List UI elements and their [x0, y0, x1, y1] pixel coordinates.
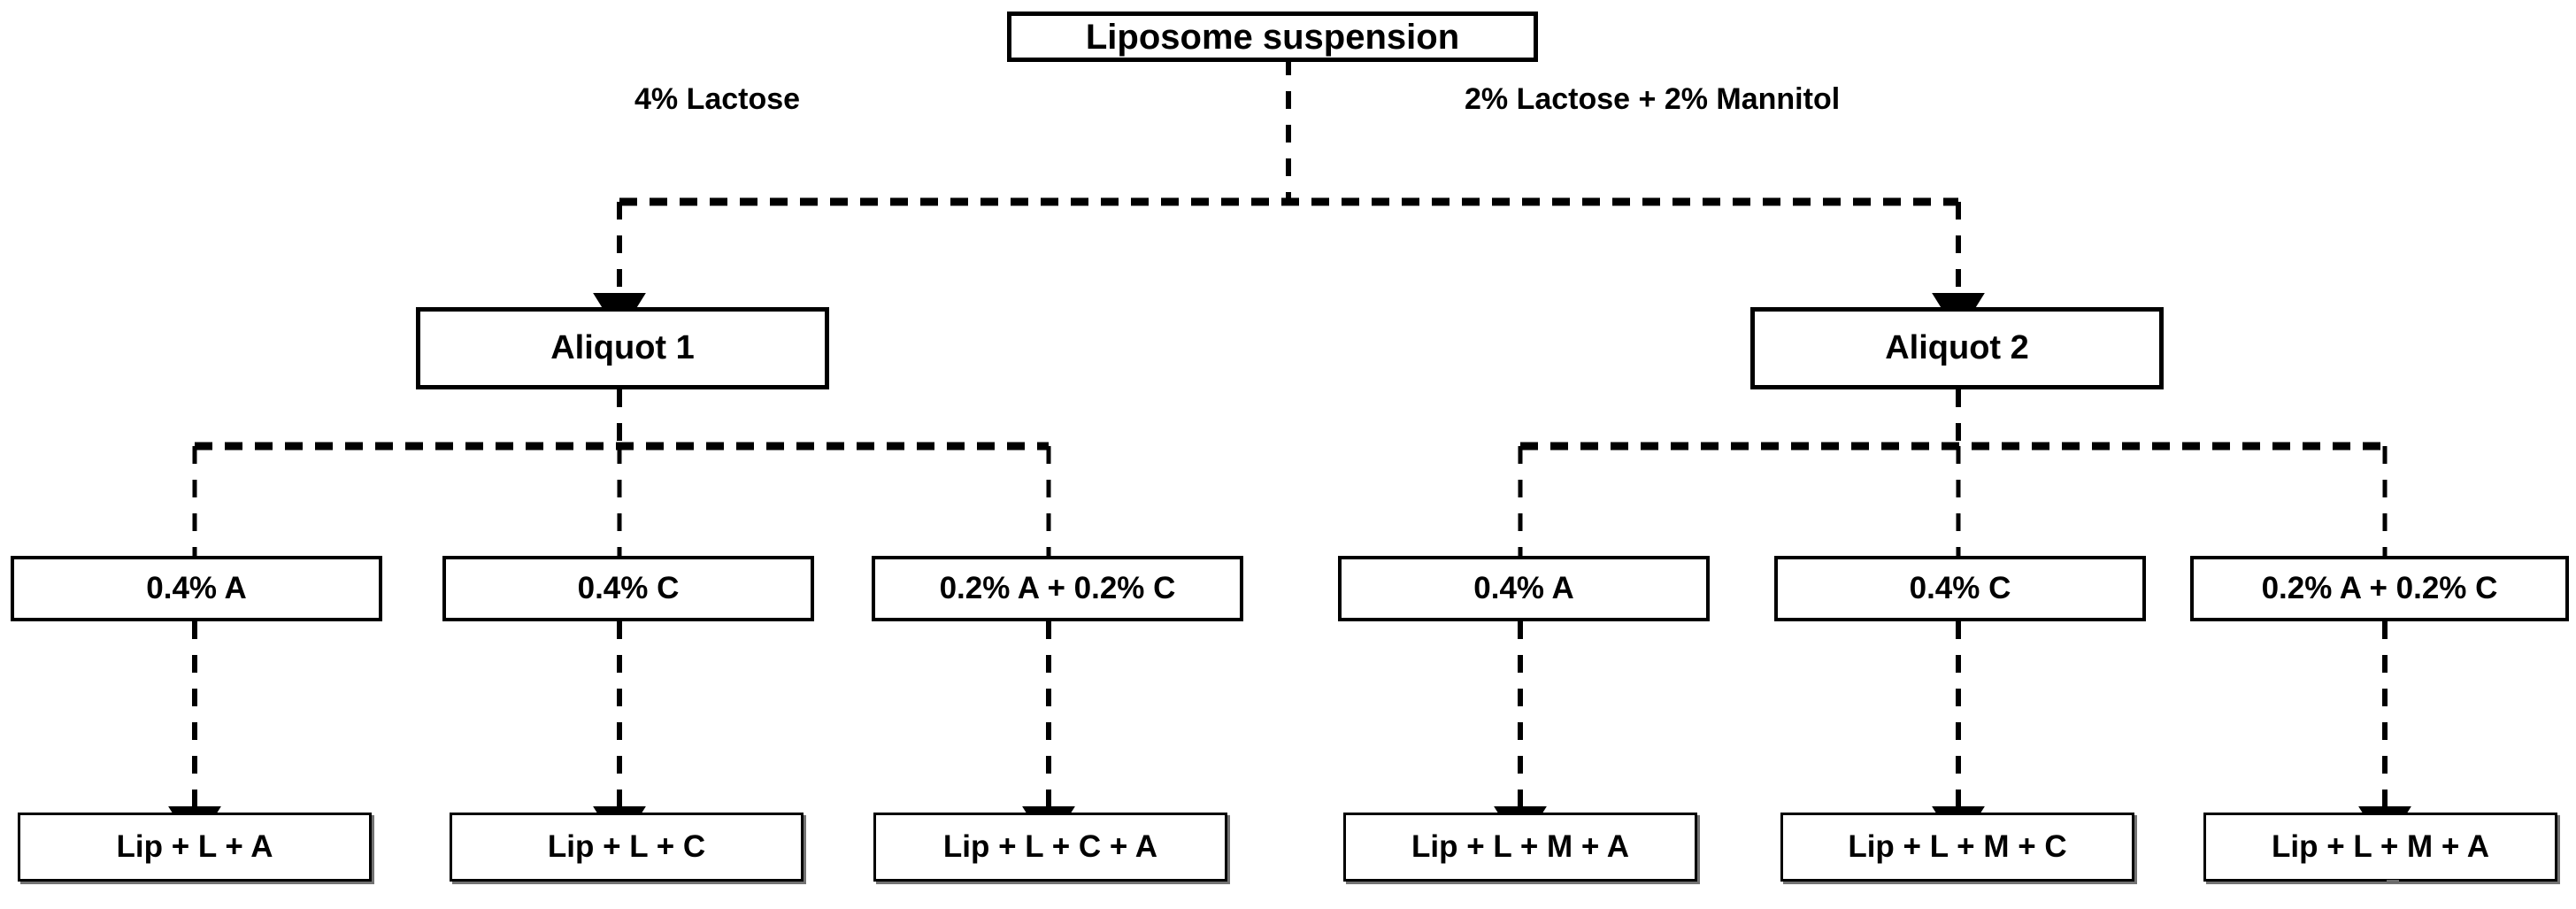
node-aliquot-2-label: Aliquot 2 — [1885, 328, 2029, 366]
node-liposome-suspension[interactable]: Liposome suspension — [1007, 12, 1538, 62]
node-outcome-2[interactable]: Lip + L + C — [450, 813, 804, 882]
node-treatment-5[interactable]: 0.4% C — [1774, 556, 2146, 621]
node-outcome-6-label: Lip + L + M + A — [2271, 828, 2490, 864]
edge-label-right-branch: 2% Lactose + 2% Mannitol — [1465, 82, 1841, 116]
node-outcome-5[interactable]: Lip + L + M + C — [1780, 813, 2134, 882]
node-treatment-4[interactable]: 0.4% A — [1338, 556, 1710, 621]
node-outcome-4[interactable]: Lip + L + M + A — [1343, 813, 1697, 882]
node-treatment-4-label: 0.4% A — [1473, 570, 1574, 605]
node-aliquot-2[interactable]: Aliquot 2 — [1750, 307, 2164, 389]
node-outcome-3[interactable]: Lip + L + C + A — [873, 813, 1227, 882]
node-outcome-3-label: Lip + L + C + A — [942, 828, 1158, 864]
node-outcome-1-label: Lip + L + A — [116, 828, 273, 864]
node-liposome-suspension-label: Liposome suspension — [1085, 17, 1460, 57]
node-outcome-2-label: Lip + L + C — [547, 828, 706, 864]
node-aliquot-1-label: Aliquot 1 — [550, 328, 695, 366]
node-treatment-6[interactable]: 0.2% A + 0.2% C — [2190, 556, 2569, 621]
node-aliquot-1[interactable]: Aliquot 1 — [416, 307, 829, 389]
node-outcome-5-label: Lip + L + M + C — [1848, 828, 2067, 864]
node-treatment-2-label: 0.4% C — [577, 570, 680, 605]
scan-artifact-speck — [2387, 880, 2399, 883]
node-outcome-4-label: Lip + L + M + A — [1411, 828, 1630, 864]
node-outcome-1[interactable]: Lip + L + A — [18, 813, 372, 882]
node-treatment-3[interactable]: 0.2% A + 0.2% C — [872, 556, 1243, 621]
node-outcome-6[interactable]: Lip + L + M + A — [2203, 813, 2557, 882]
edge-label-left-branch: 4% Lactose — [634, 82, 801, 116]
node-treatment-2[interactable]: 0.4% C — [442, 556, 814, 621]
node-treatment-5-label: 0.4% C — [1909, 570, 2011, 605]
node-treatment-3-label: 0.2% A + 0.2% C — [939, 570, 1176, 605]
node-treatment-6-label: 0.2% A + 0.2% C — [2261, 570, 2498, 605]
node-treatment-1[interactable]: 0.4% A — [11, 556, 382, 621]
node-treatment-1-label: 0.4% A — [146, 570, 247, 605]
